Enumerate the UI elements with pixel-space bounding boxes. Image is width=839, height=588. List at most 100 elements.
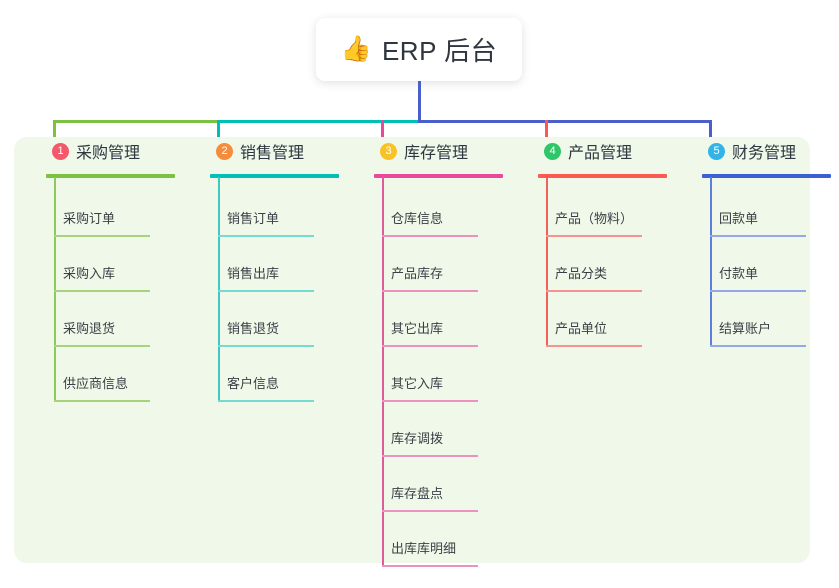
branch-item-underline (54, 345, 150, 347)
branch-spine-4 (546, 177, 548, 347)
branch-item-underline (54, 400, 150, 402)
branch-item-underline (546, 235, 642, 237)
branch-item-label: 供应商信息 (63, 376, 129, 391)
branch-item-underline (710, 290, 806, 292)
branch-item[interactable]: 产品单位 (522, 292, 682, 347)
branch-item-label: 出库库明细 (391, 541, 457, 556)
branch-title-3: 库存管理 (404, 145, 469, 162)
branch-column-sales[interactable]: 2 销售管理 销售订单销售出库销售退货客户信息 (194, 137, 354, 402)
branch-column-product[interactable]: 4 产品管理 产品（物料） 产品分类产品单位 (522, 137, 682, 347)
root-node-title: ERP 后台 (381, 36, 498, 66)
branch-item-label: 采购订单 (63, 211, 116, 226)
branch-item[interactable]: 库存调拨 (358, 402, 518, 457)
branch-badge-1: 1 (52, 142, 69, 160)
branch-item[interactable]: 付款单 (686, 237, 839, 292)
bus-segment-blue (418, 120, 712, 123)
branch-item-label: 仓库信息 (391, 211, 444, 226)
branch-items-3: 仓库信息产品库存其它出库其它入库库存调拨库存盘点出库库明细 (358, 182, 518, 567)
branch-column-inventory[interactable]: 3 库存管理 仓库信息产品库存其它出库其它入库库存调拨库存盘点出库库明细 (358, 137, 518, 567)
branch-header-5[interactable]: 5 财务管理 (686, 137, 839, 165)
branch-item[interactable]: 供应商信息 (30, 347, 190, 402)
branch-item-underline (382, 510, 478, 512)
branch-item-underline (382, 455, 478, 457)
branch-items-4: 产品（物料） 产品分类产品单位 (522, 182, 682, 347)
branch-item-underline (218, 290, 314, 292)
branch-item-underline (382, 565, 478, 567)
branch-item-underline (382, 400, 478, 402)
branch-item-underline (218, 345, 314, 347)
branch-spine-1 (54, 177, 56, 402)
branch-item-label: 销售退货 (227, 321, 280, 336)
branch-title-2: 销售管理 (240, 145, 305, 162)
branch-items-5: 回款单付款单结算账户 (686, 182, 839, 347)
branch-spine-3 (382, 177, 384, 567)
branch-item-underline (546, 290, 642, 292)
branch-column-finance[interactable]: 5 财务管理 回款单付款单结算账户 (686, 137, 839, 347)
branch-item-label: 销售订单 (227, 211, 280, 226)
branch-header-3[interactable]: 3 库存管理 (358, 137, 518, 165)
branch-item[interactable]: 采购入库 (30, 237, 190, 292)
branch-item[interactable]: 其它入库 (358, 347, 518, 402)
branch-item-label: 其它出库 (391, 321, 444, 336)
branch-item[interactable]: 采购退货 (30, 292, 190, 347)
branch-item[interactable]: 出库库明细 (358, 512, 518, 567)
root-node-card[interactable]: 👍 ERP 后台 (316, 18, 522, 81)
branch-title-4: 产品管理 (568, 145, 633, 162)
branch-items-1: 采购订单采购入库采购退货供应商信息 (30, 182, 190, 402)
branch-item[interactable]: 产品分类 (522, 237, 682, 292)
branch-item-underline (710, 345, 806, 347)
branch-underline-3 (374, 174, 503, 178)
branch-badge-5: 5 (708, 142, 725, 160)
branch-item[interactable]: 其它出库 (358, 292, 518, 347)
branch-item-underline (54, 290, 150, 292)
branch-item-label: 付款单 (719, 266, 759, 281)
branch-item[interactable]: 销售退货 (194, 292, 354, 347)
branch-item-label: 库存盘点 (391, 486, 444, 501)
branch-item-label: 产品分类 (555, 266, 608, 281)
thumbs-up-emoji: 👍 (340, 35, 372, 63)
branch-badge-4: 4 (544, 142, 561, 160)
branch-item-underline (382, 235, 478, 237)
branch-underline-4 (538, 174, 667, 178)
branch-item-label: 回款单 (719, 211, 759, 226)
branch-item-underline (218, 400, 314, 402)
branch-item-underline (382, 345, 478, 347)
branch-item[interactable]: 结算账户 (686, 292, 839, 347)
branch-item[interactable]: 库存盘点 (358, 457, 518, 512)
branch-item-label: 销售出库 (227, 266, 280, 281)
branch-column-purchasing[interactable]: 1 采购管理 采购订单采购入库采购退货供应商信息 (30, 137, 190, 402)
branch-title-5: 财务管理 (732, 145, 797, 162)
trunk-connector (418, 81, 421, 122)
branch-badge-3: 3 (380, 142, 397, 160)
branch-item[interactable]: 采购订单 (30, 182, 190, 237)
branch-item-underline (710, 235, 806, 237)
branch-item-label: 结算账户 (719, 321, 772, 336)
branch-header-4[interactable]: 4 产品管理 (522, 137, 682, 165)
branch-item[interactable]: 仓库信息 (358, 182, 518, 237)
branch-badge-2: 2 (216, 142, 233, 160)
branch-item[interactable]: 回款单 (686, 182, 839, 237)
branch-item-label: 其它入库 (391, 376, 444, 391)
branch-item-label: 产品（物料） (555, 211, 634, 226)
branch-header-1[interactable]: 1 采购管理 (30, 137, 190, 165)
branch-item-underline (54, 235, 150, 237)
branch-item-underline (546, 345, 642, 347)
branch-item[interactable]: 销售出库 (194, 237, 354, 292)
branch-item-label: 库存调拨 (391, 431, 444, 446)
branch-item[interactable]: 产品库存 (358, 237, 518, 292)
branch-item[interactable]: 客户信息 (194, 347, 354, 402)
branch-item-underline (382, 290, 478, 292)
branch-item-label: 采购退货 (63, 321, 116, 336)
bus-segment-teal (217, 120, 420, 123)
branch-underline-5 (702, 174, 831, 178)
bus-segment-green (53, 120, 218, 123)
branches-panel: 1 采购管理 采购订单采购入库采购退货供应商信息 2 销售管理 销售订单销售出库… (14, 137, 831, 567)
branch-item-label: 客户信息 (227, 376, 280, 391)
branch-spine-2 (218, 177, 220, 402)
branch-items-2: 销售订单销售出库销售退货客户信息 (194, 182, 354, 402)
branch-item[interactable]: 销售订单 (194, 182, 354, 237)
branch-header-2[interactable]: 2 销售管理 (194, 137, 354, 165)
branch-item[interactable]: 产品（物料） (522, 182, 682, 237)
branch-spine-5 (710, 177, 712, 347)
